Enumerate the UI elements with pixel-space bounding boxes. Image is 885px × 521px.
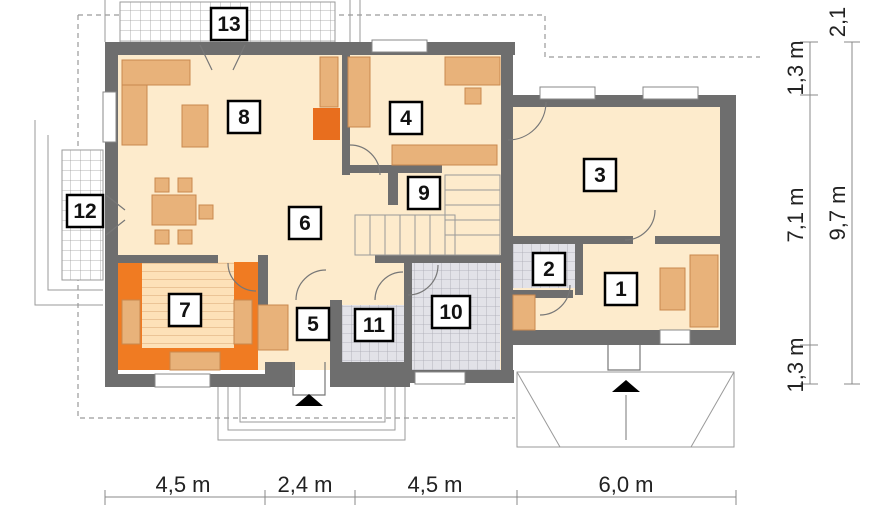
roof-outline [77,14,760,419]
svg-text:2: 2 [543,258,555,281]
room-label-9: 9 [406,175,442,211]
dim-top-right: 2,1 [825,7,850,38]
dim-right-1: 1,3 m [783,40,808,95]
svg-text:13: 13 [217,13,240,36]
windows [102,39,699,388]
carport [516,371,735,448]
svg-text:8: 8 [238,106,250,129]
svg-text:7: 7 [179,299,191,322]
room-labels: 1 2 3 4 5 6 7 8 9 10 11 12 13 [65,6,639,343]
svg-text:11: 11 [363,314,386,337]
room-label-6: 6 [287,205,323,241]
room-label-3: 3 [582,157,618,193]
room-label-2: 2 [531,251,567,287]
entrance-steps [217,382,406,441]
staircase [354,174,501,256]
svg-text:6: 6 [299,212,311,235]
room-label-5: 5 [295,306,331,342]
room-label-11: 11 [353,307,395,343]
svg-text:12: 12 [73,200,96,223]
svg-text:10: 10 [439,301,462,324]
dim-right-3: 1,3 m [783,337,808,392]
entry-arrow-left [295,394,323,406]
svg-text:4: 4 [400,107,412,130]
entry-arrow-right [612,380,640,392]
right-dimensions: 1,3 m 7,1 m 1,3 m 9,7 m 2,1 [783,7,860,393]
room-label-13: 13 [209,6,249,42]
room-label-7: 7 [167,292,203,328]
dim-right-2: 7,1 m [783,187,808,242]
fireplace [313,108,340,140]
room-label-4: 4 [388,100,424,136]
room-label-10: 10 [430,294,472,330]
doors [105,44,656,396]
svg-text:5: 5 [307,313,319,336]
room-label-12: 12 [65,193,105,229]
bottom-dimensions: 4,5 m 2,4 m 4,5 m 6,0 m [104,472,737,505]
dim-bottom-2: 2,4 m [277,472,332,497]
furniture [121,56,719,371]
room-label-8: 8 [226,99,262,135]
svg-text:9: 9 [418,182,430,205]
svg-text:3: 3 [594,164,606,187]
dim-bottom-4: 6,0 m [598,472,653,497]
dim-right-total: 9,7 m [825,185,850,240]
room-label-1: 1 [603,271,639,307]
svg-text:1: 1 [615,278,627,301]
dim-bottom-3: 4,5 m [407,472,462,497]
dim-bottom-1: 4,5 m [155,472,210,497]
